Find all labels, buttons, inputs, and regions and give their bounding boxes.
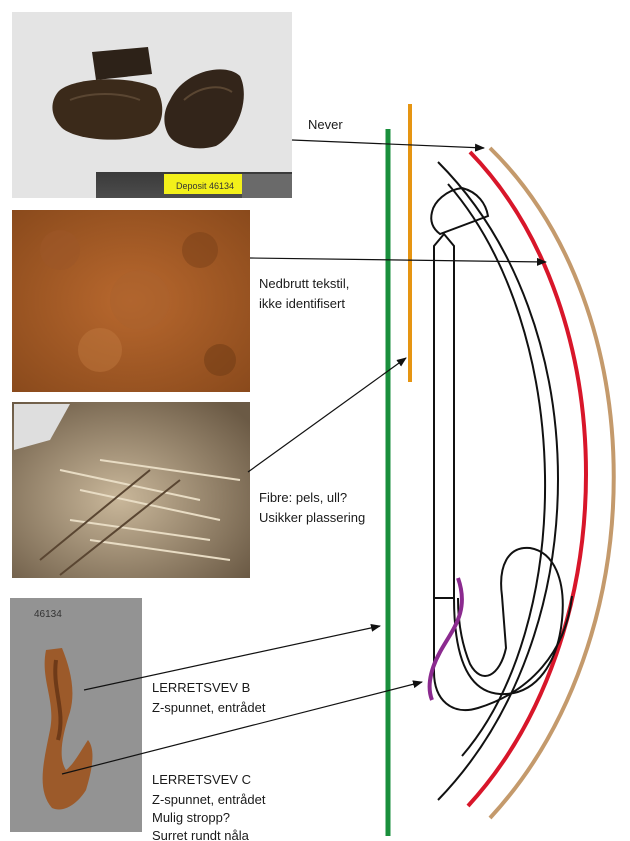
photo-textile-sample: 46134	[10, 598, 142, 832]
pin-shaft	[434, 234, 454, 598]
label-c-line1: LERRETSVEV C	[152, 772, 251, 787]
label-c-line3: Mulig stropp?	[152, 810, 230, 825]
deposit-tag-text: Deposit 46134	[176, 181, 234, 191]
photo-fibres	[12, 402, 250, 578]
arrow-degraded-textile	[250, 258, 546, 262]
label-tekstil-line1: Nedbrutt tekstil,	[259, 276, 349, 291]
label-b-line2: Z-spunnet, entrådet	[152, 700, 266, 715]
sample-tag-text: 46134	[34, 609, 62, 620]
arrow-fibres	[248, 358, 406, 472]
label-fibre-line2: Usikker plassering	[259, 510, 365, 525]
label-tekstil-line2: ikke identifisert	[259, 296, 345, 311]
photo-degraded-textile	[12, 210, 250, 392]
tan-layer-arc	[490, 148, 614, 818]
label-b-line1: LERRETSVEV B	[152, 680, 250, 695]
label-c-line2: Z-spunnet, entrådet	[152, 792, 266, 807]
label-fibre-line1: Fibre: pels, ull?	[259, 490, 347, 505]
pin-hook-loop	[454, 548, 563, 694]
red-layer-arc	[468, 152, 586, 806]
photo-never: Deposit 46134	[12, 12, 292, 198]
label-never: Never	[308, 117, 343, 132]
label-c-line4: Surret rundt nåla	[152, 828, 250, 841]
